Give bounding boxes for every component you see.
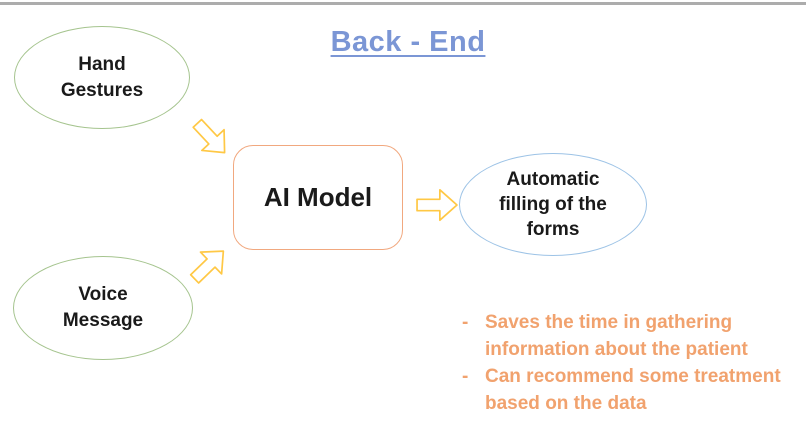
bullet-text: Can recommend some treatment based on th… [485, 366, 781, 414]
page-title: Back - End [330, 26, 486, 58]
node-automatic-filling: Automatic filling of the forms [459, 153, 647, 256]
bullet-dash: - [462, 312, 469, 333]
node-ai-model: AI Model [233, 145, 403, 250]
notes-list: - Saves the time in gathering informatio… [462, 309, 802, 417]
list-item: - Saves the time in gathering informatio… [462, 309, 802, 363]
arrow-hand-to-ai-icon [181, 108, 240, 168]
node-hand-gestures-label: Hand Gestures [60, 53, 144, 101]
node-hand-gestures: Hand Gestures [14, 26, 190, 129]
list-item: - Can recommend some treatment based on … [462, 363, 802, 417]
arrow-ai-to-forms-icon [414, 186, 460, 224]
node-ai-model-label: AI Model [263, 182, 373, 212]
node-automatic-filling-label: Automatic filling of the forms [499, 169, 607, 240]
node-voice-message: Voice Message [13, 256, 193, 360]
bullet-text: Saves the time in gathering information … [485, 312, 748, 360]
node-voice-message-label: Voice Message [62, 284, 144, 331]
top-divider [0, 2, 806, 5]
arrow-voice-to-ai-icon [179, 235, 238, 294]
bullet-dash: - [462, 366, 469, 387]
